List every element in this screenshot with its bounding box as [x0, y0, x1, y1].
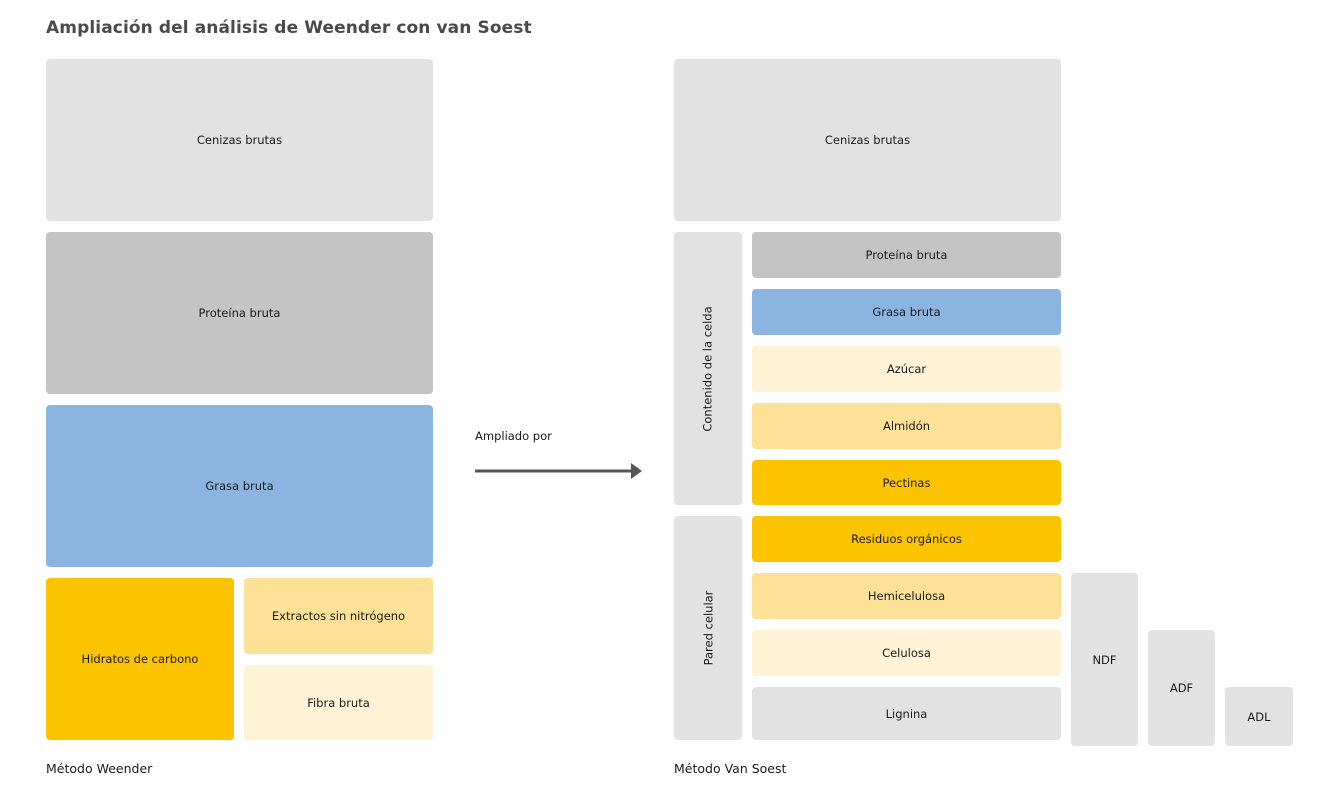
weender-cenizas-label: Cenizas brutas — [196, 133, 283, 147]
weender-cenizas-brutas: Cenizas brutas — [46, 59, 433, 221]
weender-extractos-sin-nitrogeno: Extractos sin nitrógeno — [244, 578, 433, 654]
weender-fibra-bruta: Fibra bruta — [244, 665, 433, 740]
vansoest-caption: Método Van Soest — [674, 761, 787, 776]
vansoest-celulosa-label: Celulosa — [882, 646, 931, 660]
vansoest-contenido-de-la-celda: Contenido de la celda — [674, 232, 742, 505]
right-arrow-icon — [475, 463, 642, 479]
vansoest-celulosa: Celulosa — [752, 630, 1061, 676]
vansoest-pectinas-label: Pectinas — [882, 475, 931, 490]
vansoest-residuos-label: Residuos orgánicos — [851, 532, 962, 546]
weender-caption: Método Weender — [46, 761, 153, 776]
weender-proteina-bruta: Proteína bruta — [46, 232, 433, 394]
vansoest-pectinas: Pectinas — [752, 460, 1061, 505]
vansoest-residuos-organicos: Residuos orgánicos — [752, 516, 1061, 562]
vansoest-hemicelulosa-label: Hemicelulosa — [867, 589, 946, 603]
vansoest-proteina-bruta: Proteína bruta — [752, 232, 1061, 278]
vansoest-adl-label: ADL — [1247, 709, 1271, 724]
vansoest-cenizas-brutas: Cenizas brutas — [674, 59, 1061, 221]
vansoest-proteina-label: Proteína bruta — [865, 248, 948, 262]
vansoest-cenizas-label: Cenizas brutas — [824, 133, 911, 147]
vansoest-hemicelulosa: Hemicelulosa — [752, 573, 1061, 619]
diagram-title: Ampliación del análisis de Weender con v… — [46, 18, 532, 38]
weender-hidratos-de-carbono: Hidratos de carbono — [46, 578, 234, 740]
vansoest-ndf-label: NDF — [1092, 652, 1117, 667]
weender-grasa-bruta: Grasa bruta — [46, 405, 433, 567]
vansoest-adf: ADF — [1148, 630, 1215, 746]
vansoest-azucar-label: Azúcar — [886, 362, 927, 376]
weender-hidratos-label: Hidratos de carbono — [81, 652, 199, 666]
vansoest-pared-celular: Pared celular — [674, 516, 742, 740]
weender-proteina-label: Proteína bruta — [198, 306, 281, 320]
vansoest-lignina-label: Lignina — [885, 706, 928, 721]
vansoest-adl: ADL — [1225, 687, 1293, 746]
weender-grasa-label: Grasa bruta — [205, 479, 274, 493]
arrow-label: Ampliado por — [475, 429, 552, 443]
vansoest-adf-label: ADF — [1169, 681, 1194, 695]
vansoest-contenido-label: Contenido de la celda — [701, 305, 716, 432]
vansoest-almidon: Almidón — [752, 403, 1061, 449]
vansoest-grasa-bruta: Grasa bruta — [752, 289, 1061, 335]
vansoest-ndf: NDF — [1071, 573, 1138, 746]
vansoest-almidon-label: Almidón — [882, 419, 931, 433]
vansoest-lignina: Lignina — [752, 687, 1061, 740]
vansoest-azucar: Azúcar — [752, 346, 1061, 392]
weender-fibra-label: Fibra bruta — [307, 695, 370, 710]
vansoest-grasa-label: Grasa bruta — [872, 305, 941, 319]
vansoest-pared-label: Pared celular — [701, 590, 716, 666]
weender-extractos-label: Extractos sin nitrógeno — [271, 609, 406, 623]
